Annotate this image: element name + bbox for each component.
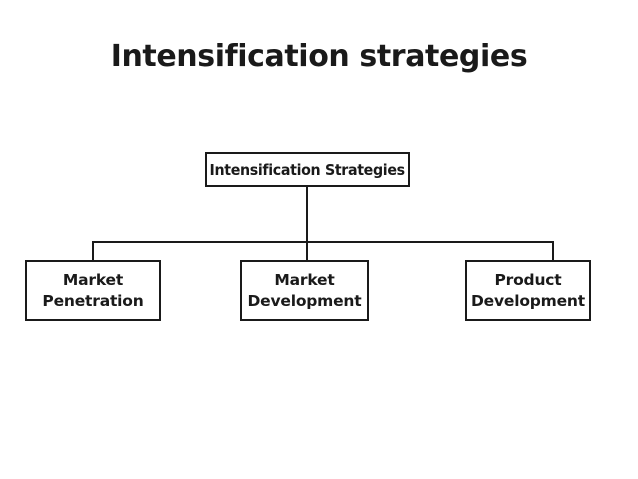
connector-root-to-bus [306, 186, 308, 261]
node-label-line-2: Development [471, 291, 585, 310]
node-label-line-1: Product [494, 270, 562, 289]
node-market-penetration: Market Penetration [25, 260, 161, 321]
node-root-label: Intensification Strategies [209, 160, 406, 179]
node-market-penetration-label: Market Penetration [38, 270, 147, 312]
node-product-development-label: Product Development [467, 270, 589, 312]
node-label-line-1: Market [62, 270, 124, 289]
node-label-line-1: Market [274, 270, 335, 289]
node-market-development-label: Market Development [244, 270, 366, 312]
connector-drop-market-penetration [92, 241, 94, 261]
connector-horizontal-bus [92, 241, 554, 243]
node-label-line-2: Development [247, 291, 362, 310]
node-intensification-strategies: Intensification Strategies [205, 152, 410, 187]
connector-drop-product-development [552, 241, 554, 261]
node-product-development: Product Development [465, 260, 591, 321]
page-title: Intensification strategies [110, 39, 528, 74]
node-label-line-2: Penetration [42, 291, 144, 310]
node-market-development: Market Development [240, 260, 369, 321]
